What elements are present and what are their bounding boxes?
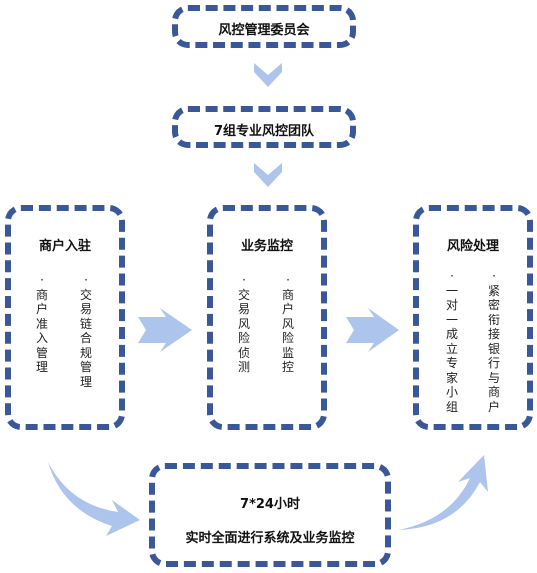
top-committee-title: 风控管理委员会 [218, 23, 310, 38]
risk-team-title: 7组专业风控团队 [213, 124, 315, 139]
business-monitoring-title: 业务监控 [240, 239, 293, 254]
down-arrow-1 [254, 63, 282, 87]
risk-handling-title: 风险处理 [446, 239, 499, 254]
realtime-monitoring-hours: 7*24小时 [240, 497, 300, 512]
risk-item-2: · 紧 密 衔 接 银 行 与 商 户 [487, 269, 500, 414]
down-arrow-2 [254, 163, 282, 187]
merchant-onboarding-box: 商户入驻 · 商 户 准 入 管 理 · 交 易 链 合 规 管 理 [5, 205, 125, 430]
right-arrow-2 [346, 308, 399, 352]
realtime-monitoring-desc: 实时全面进行系统及业务监控 [185, 531, 355, 546]
right-arrow-1 [138, 308, 192, 352]
merchant-item-2: · 交 易 链 合 规 管 理 [79, 273, 92, 389]
top-committee-box: 风控管理委员会 [172, 5, 356, 48]
risk-handling-box: 风险处理 · 一 对 一 成 立 专 家 小 组 · 紧 密 衔 接 银 行 与… [413, 205, 533, 430]
curved-arrow-right [398, 455, 488, 530]
risk-item-1: · 一 对 一 成 立 专 家 小 组 [445, 269, 458, 414]
business-monitoring-box: 业务监控 · 交 易 风 险 侦 测 · 商 户 风 险 监 控 [207, 205, 327, 430]
curved-arrow-left [48, 462, 140, 536]
merchant-onboarding-title: 商户入驻 [38, 239, 91, 254]
business-item-2: · 商 户 风 险 监 控 [281, 273, 294, 374]
risk-team-box: 7组专业风控团队 [172, 106, 356, 148]
merchant-item-1: · 商 户 准 入 管 理 [35, 273, 48, 374]
realtime-monitoring-box: 7*24小时 实时全面进行系统及业务监控 [149, 463, 391, 567]
business-item-1: · 交 易 风 险 侦 测 [237, 273, 250, 374]
